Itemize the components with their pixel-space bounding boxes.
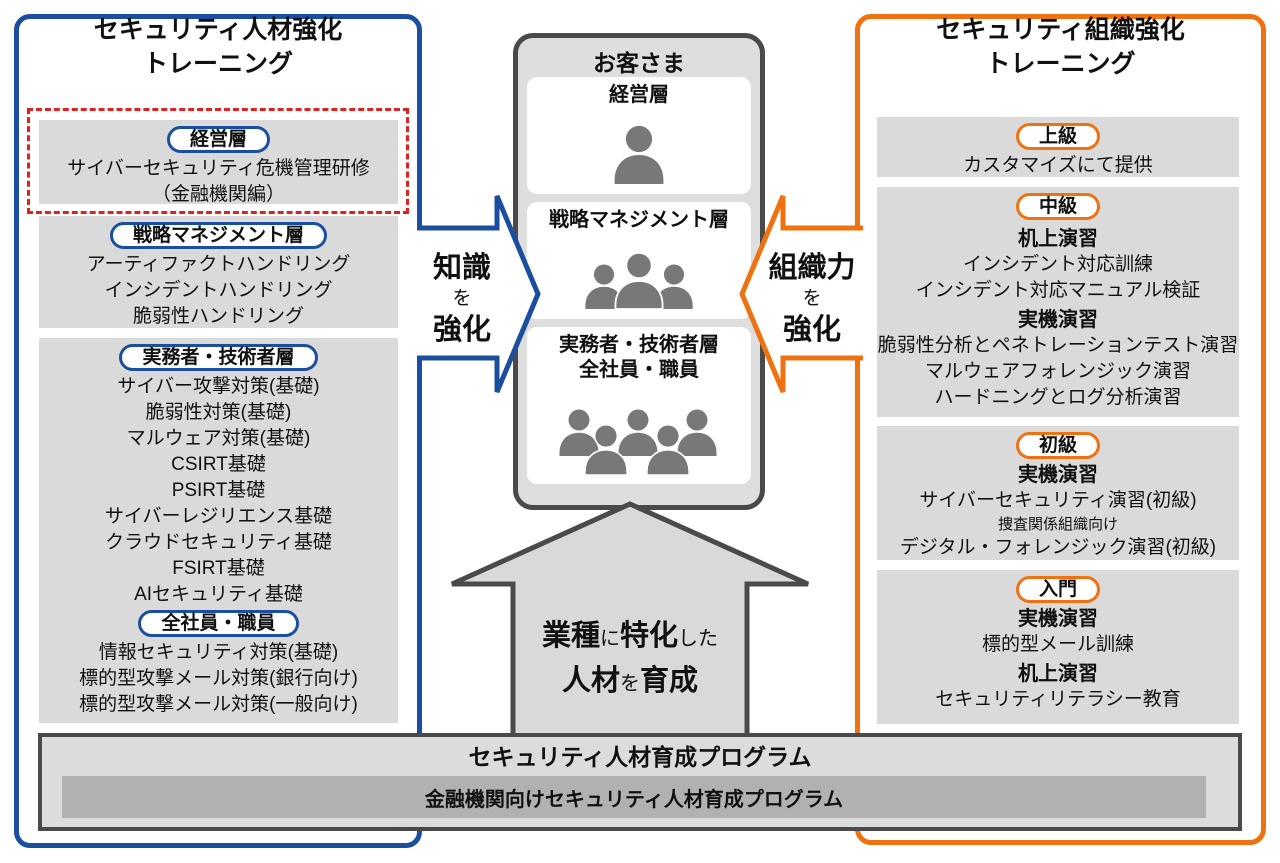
intro-level-pill: 入門 <box>1015 576 1100 603</box>
course-line: 情報セキュリティ対策(基礎) <box>98 642 339 663</box>
all-staff-pill: 全社員・職員 <box>138 610 299 637</box>
organization-training-title-line2: トレーニング <box>985 50 1136 78</box>
course-line: アーティファクトハンドリング <box>86 254 351 275</box>
highlight-dashed-box <box>27 108 409 214</box>
course-line: サイバー攻撃対策(基礎) <box>117 376 320 397</box>
program-band: セキュリティ人材育成プログラム 金融機関向けセキュリティ人材育成プログラム <box>38 733 1242 831</box>
knowledge-arrow-text: 知識 <box>432 252 491 284</box>
develop-talent-seg: に <box>600 628 620 650</box>
course-line: （金融機関編） <box>151 184 285 205</box>
program-band-finance-bar: 金融機関向けセキュリティ人材育成プログラム <box>62 776 1206 818</box>
strategy-course-box: 戦略マネジメント層 アーティファクトハンドリング インシデントハンドリング 脆弱… <box>39 216 398 328</box>
course-subhead: 机上演習 <box>1018 228 1098 250</box>
customer-executive-card: 経営層 <box>527 77 751 194</box>
customer-header: お客さま <box>593 50 685 76</box>
executive-layer-pill: 経営層 <box>166 126 270 153</box>
knowledge-arrow-label: 知識 を 強化 <box>414 250 510 348</box>
knowledge-arrow <box>413 195 541 393</box>
course-line-small: 捜査関係組織向け <box>997 516 1118 533</box>
course-line: マルウェアフォレンジック演習 <box>924 361 1191 382</box>
course-line: AIセキュリティ基礎 <box>134 584 303 605</box>
knowledge-arrow-particle: を <box>452 288 472 309</box>
develop-talent-seg: を <box>620 673 640 695</box>
course-subhead: 実機演習 <box>1018 464 1098 486</box>
develop-talent-seg: 業種 <box>541 620 600 652</box>
course-subhead: 机上演習 <box>1018 663 1098 685</box>
course-subhead: 実機演習 <box>1018 608 1098 630</box>
program-band-title: セキュリティ人材育成プログラム <box>468 744 812 770</box>
course-line: サイバーセキュリティ演習(初級) <box>919 490 1197 511</box>
course-line: FSIRT基礎 <box>172 558 265 579</box>
course-line: サイバーセキュリティ危機管理研修 <box>67 158 370 179</box>
organization-arrow-text: 組織力 <box>768 252 856 284</box>
practitioner-course-box: 実務者・技術者層 サイバー攻撃対策(基礎) 脆弱性対策(基礎) マルウェア対策(… <box>39 338 398 723</box>
course-line: インシデント対応訓練 <box>962 254 1153 275</box>
course-line: インシデントハンドリング <box>104 280 333 301</box>
develop-talent-line1: 業種に特化した <box>480 616 780 661</box>
knowledge-arrow-text2: 強化 <box>432 314 491 346</box>
course-line: 標的型攻撃メール対策(銀行向け) <box>79 668 358 689</box>
course-line: PSIRT基礎 <box>171 480 266 501</box>
customer-practitioner-label-line2: 全社員・職員 <box>579 359 699 381</box>
customer-practitioner-label-line1: 実務者・技術者層 <box>559 334 719 356</box>
organization-arrow-label: 組織力 を 強化 <box>764 250 860 348</box>
course-line: サイバーレジリエンス基礎 <box>104 506 333 527</box>
strategy-layer-pill: 戦略マネジメント層 <box>109 222 327 249</box>
course-line: 標的型攻撃メール対策(一般向け) <box>79 694 358 715</box>
develop-talent-seg: 特化 <box>620 620 679 652</box>
course-line: CSIRT基礎 <box>171 454 266 475</box>
people-crowd-icon <box>553 383 725 484</box>
personnel-training-title-line2: トレーニング <box>142 50 293 78</box>
organization-arrow <box>739 195 867 393</box>
course-line: 脆弱性分析とペネトレーションテスト演習 <box>877 335 1239 356</box>
organization-training-title: セキュリティ組織強化 トレーニング <box>855 13 1266 81</box>
develop-talent-arrow <box>450 501 810 740</box>
course-line: デジタル・フォレンジック演習(初級) <box>899 537 1217 558</box>
course-line: マルウェア対策(基礎) <box>126 428 311 449</box>
develop-talent-seg: 人材 <box>561 665 620 697</box>
advanced-course-box: 上級 カスタマイズにて提供 <box>877 117 1239 177</box>
personnel-training-title: セキュリティ人材強化 トレーニング <box>14 13 422 81</box>
develop-talent-seg: した <box>678 628 719 650</box>
develop-talent-seg: 育成 <box>640 665 699 697</box>
course-line: インシデント対応マニュアル検証 <box>915 280 1201 301</box>
practitioner-layer-pill: 実務者・技術者層 <box>119 344 318 371</box>
person-icon <box>608 108 670 194</box>
course-line: セキュリティリテラシー教育 <box>935 689 1181 710</box>
advanced-level-pill: 上級 <box>1015 123 1100 150</box>
beginner-level-pill: 初級 <box>1015 432 1100 459</box>
personnel-training-title-line1: セキュリティ人材強化 <box>93 16 343 44</box>
course-line: ハードニングとログ分析演習 <box>934 387 1182 408</box>
course-line: 標的型メール訓練 <box>981 634 1134 655</box>
intermediate-course-box: 中級 机上演習 インシデント対応訓練 インシデント対応マニュアル検証 実機演習 … <box>877 187 1239 417</box>
customer-practitioner-card: 実務者・技術者層 全社員・職員 <box>527 327 751 484</box>
customer-strategy-label: 戦略マネジメント層 <box>549 209 729 231</box>
customer-strategy-card: 戦略マネジメント層 <box>527 202 751 319</box>
intro-course-box: 入門 実機演習 標的型メール訓練 机上演習 セキュリティリテラシー教育 <box>877 570 1239 724</box>
develop-talent-line2: 人材を育成 <box>480 661 780 706</box>
executive-course-box: 経営層 サイバーセキュリティ危機管理研修 （金融機関編） <box>39 120 398 205</box>
organization-arrow-text2: 強化 <box>782 314 841 346</box>
beginner-course-box: 初級 実機演習 サイバーセキュリティ演習(初級) 捜査関係組織向け デジタル・フ… <box>877 426 1239 560</box>
organization-training-title-line1: セキュリティ組織強化 <box>936 16 1185 44</box>
course-line: 脆弱性ハンドリング <box>132 306 304 327</box>
intermediate-level-pill: 中級 <box>1015 193 1100 220</box>
course-subhead: 実機演習 <box>1018 309 1098 331</box>
people-group-icon <box>579 233 699 319</box>
customer-executive-label: 経営層 <box>609 84 669 106</box>
organization-arrow-particle: を <box>802 288 822 309</box>
course-line: カスタマイズにて提供 <box>963 155 1153 176</box>
develop-talent-label: 業種に特化した 人材を育成 <box>480 616 780 706</box>
course-line: クラウドセキュリティ基礎 <box>105 532 332 553</box>
course-line: 脆弱性対策(基礎) <box>145 402 292 423</box>
